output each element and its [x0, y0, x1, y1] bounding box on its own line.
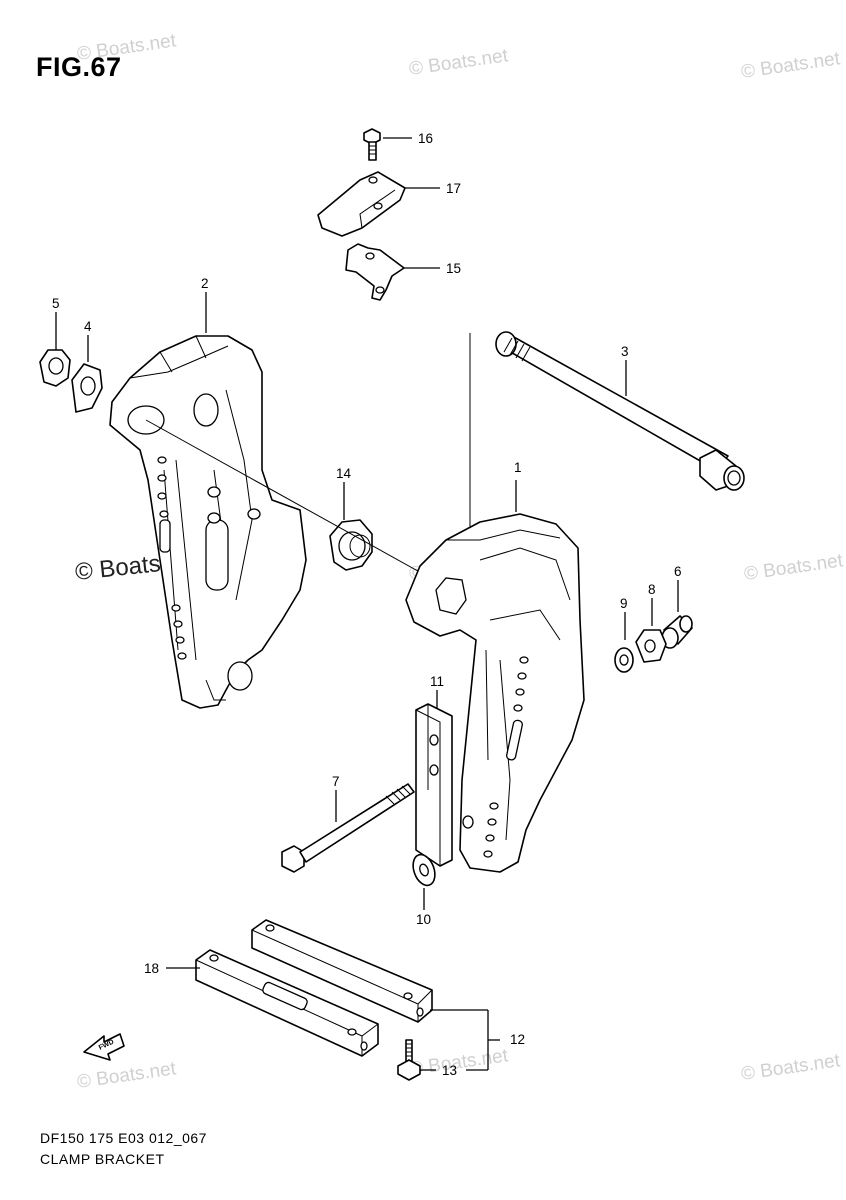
- washer-9: [614, 612, 634, 673]
- nut-5: [39, 312, 71, 387]
- fwd-arrow-icon: FWD: [83, 1033, 125, 1061]
- callout-18: 18: [144, 961, 159, 976]
- callout-8: 8: [648, 582, 656, 597]
- washer-10: [412, 853, 436, 910]
- pad-18: [166, 949, 379, 1057]
- watermark-text: © Boats.net: [408, 1045, 510, 1080]
- callout-5: 5: [52, 296, 60, 311]
- pad-12: [251, 919, 433, 1023]
- callout-14: 14: [336, 466, 352, 481]
- bushing-14: [329, 482, 373, 571]
- watermark-text: © Boats.net: [740, 48, 842, 83]
- callout-17: 17: [446, 181, 461, 196]
- diagram-code: DF150 175 E03 012_067: [40, 1130, 207, 1146]
- callout-4: 4: [84, 319, 92, 334]
- tilt-tube-3: [495, 331, 745, 491]
- callout-1: 1: [514, 460, 522, 475]
- watermark-text: © Boats.net: [743, 550, 845, 585]
- diagram-name: CLAMP BRACKET: [40, 1151, 165, 1167]
- callout-10: 10: [416, 912, 431, 927]
- bolt-16: [363, 128, 412, 161]
- callout-15: 15: [446, 261, 461, 276]
- figure-title: FIG.67: [36, 52, 122, 82]
- callout-9: 9: [620, 596, 628, 611]
- clamp-bracket-1: [405, 480, 585, 873]
- screw-13: [397, 1039, 436, 1081]
- plate-17: [317, 171, 440, 237]
- callout-13: 13: [442, 1063, 457, 1078]
- assembly-line: [145, 419, 471, 601]
- callout-12: 12: [510, 1032, 525, 1047]
- watermark-text: © Boats.net: [740, 1050, 842, 1085]
- bracket-15: [345, 243, 440, 301]
- callouts: 1 2 3 4 5 6 7 8 9 10 11 12 13 14 15 16 1…: [52, 131, 682, 1078]
- leader-12-13: [430, 1009, 500, 1071]
- plate-11: [415, 690, 453, 867]
- watermark-text: © Boats.net: [408, 45, 510, 80]
- bolt-7: [281, 783, 415, 873]
- clamp-bracket-2: [109, 292, 307, 709]
- callout-3: 3: [621, 344, 629, 359]
- callout-7: 7: [332, 774, 340, 789]
- collar-6: [661, 580, 693, 649]
- callout-11: 11: [430, 674, 444, 689]
- nut-8: [635, 598, 667, 663]
- callout-6: 6: [674, 564, 682, 579]
- callout-2: 2: [201, 276, 209, 291]
- watermark-text: © Boats.net: [76, 1058, 178, 1093]
- callout-16: 16: [418, 131, 433, 146]
- washer-4: [71, 335, 103, 413]
